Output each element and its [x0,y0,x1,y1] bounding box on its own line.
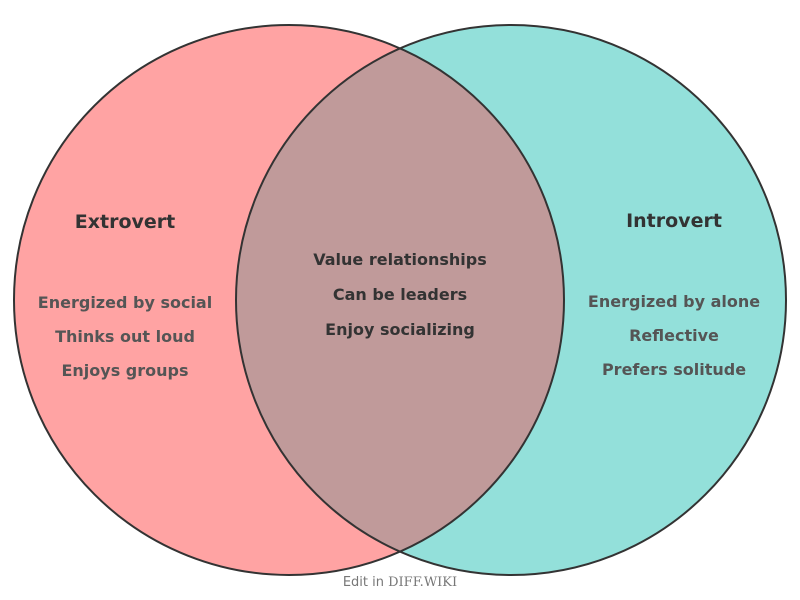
extrovert-title: Extrovert [75,211,175,233]
extrovert-item: Energized by social [38,293,212,312]
overlap-item: Enjoy socializing [325,320,475,339]
extrovert-outline [13,24,565,576]
extrovert-item: Enjoys groups [61,361,188,380]
edit-link-prefix: Edit in [343,575,388,590]
introvert-title: Introvert [626,210,722,232]
edit-link-brand: DIFF.WIKI [388,575,457,590]
introvert-item: Energized by alone [588,292,760,311]
introvert-item: Prefers solitude [602,360,746,379]
edit-link[interactable]: Edit in DIFF.WIKI [343,575,457,590]
introvert-item: Reflective [629,326,719,345]
extrovert-item: Thinks out loud [55,327,195,346]
introvert-outline [235,24,787,576]
overlap-item: Value relationships [313,250,487,269]
overlap-region[interactable] [236,25,786,575]
overlap-item: Can be leaders [333,285,467,304]
